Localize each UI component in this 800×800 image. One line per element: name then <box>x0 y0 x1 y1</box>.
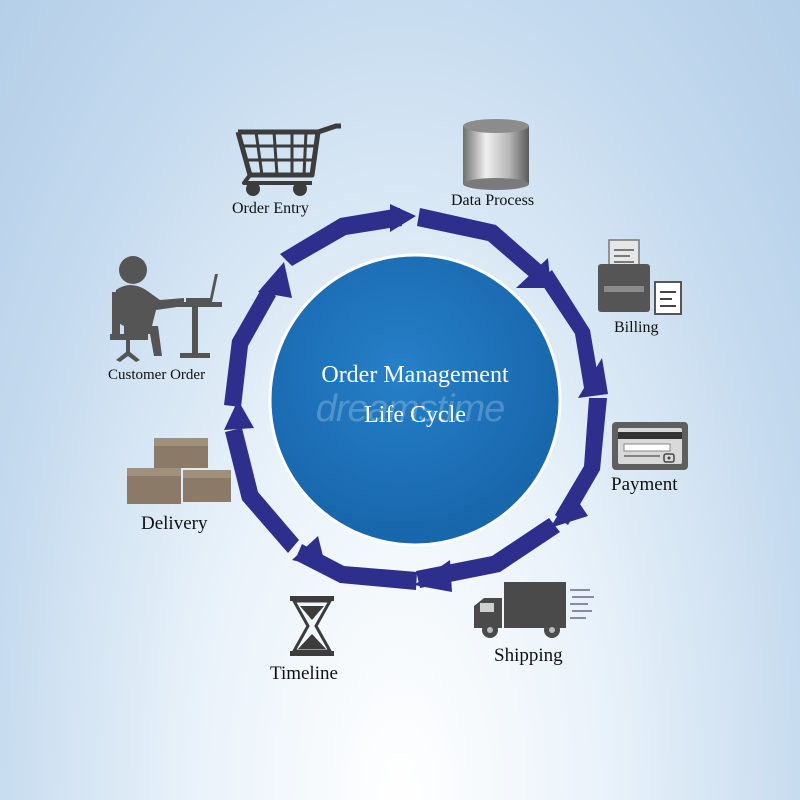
cycle-arrow-head <box>578 358 608 398</box>
credit-card-icon <box>612 422 688 470</box>
step-label-shipping: Shipping <box>494 645 563 666</box>
diagram-title: Order Management Life Cycle <box>270 355 560 435</box>
center-circle <box>268 253 562 547</box>
step-label-delivery: Delivery <box>141 513 208 534</box>
cycle-arrow <box>224 286 276 407</box>
cycle-arrow <box>225 428 299 553</box>
hourglass-icon <box>290 596 334 656</box>
step-label-billing: Billing <box>614 319 659 336</box>
cycle-arrow <box>280 208 402 266</box>
cycle-arrow-head <box>414 560 452 592</box>
step-label-payment: Payment <box>611 474 678 495</box>
cycle-arrow <box>416 518 560 588</box>
step-label-customer-order: Customer Order <box>108 367 206 383</box>
step-label-timeline: Timeline <box>270 663 338 684</box>
cycle-arrow <box>417 208 545 279</box>
database-cylinder-icon <box>463 119 529 190</box>
cycle-arrows <box>224 204 608 592</box>
cardboard-boxes-icon <box>127 438 231 504</box>
fax-printer-icon <box>598 239 682 315</box>
cycle-arrow <box>555 398 607 525</box>
cycle-arrow-head <box>292 536 326 568</box>
step-label-order-entry: Order Entry <box>232 200 309 217</box>
cycle-arrow-head <box>550 492 588 528</box>
cycle-arrow-head <box>224 400 254 430</box>
person-at-laptop-icon <box>110 256 222 362</box>
shopping-cart-icon <box>235 123 341 196</box>
title-line-1: Order Management <box>321 362 509 388</box>
cycle-arrow-head <box>390 204 416 232</box>
delivery-truck-icon <box>474 582 594 638</box>
cycle-arrow <box>295 544 417 590</box>
step-label-data-process: Data Process <box>451 192 535 209</box>
cycle-arrow-head <box>258 262 292 298</box>
title-line-2: Life Cycle <box>364 402 466 428</box>
cycle-arrow <box>539 270 600 388</box>
